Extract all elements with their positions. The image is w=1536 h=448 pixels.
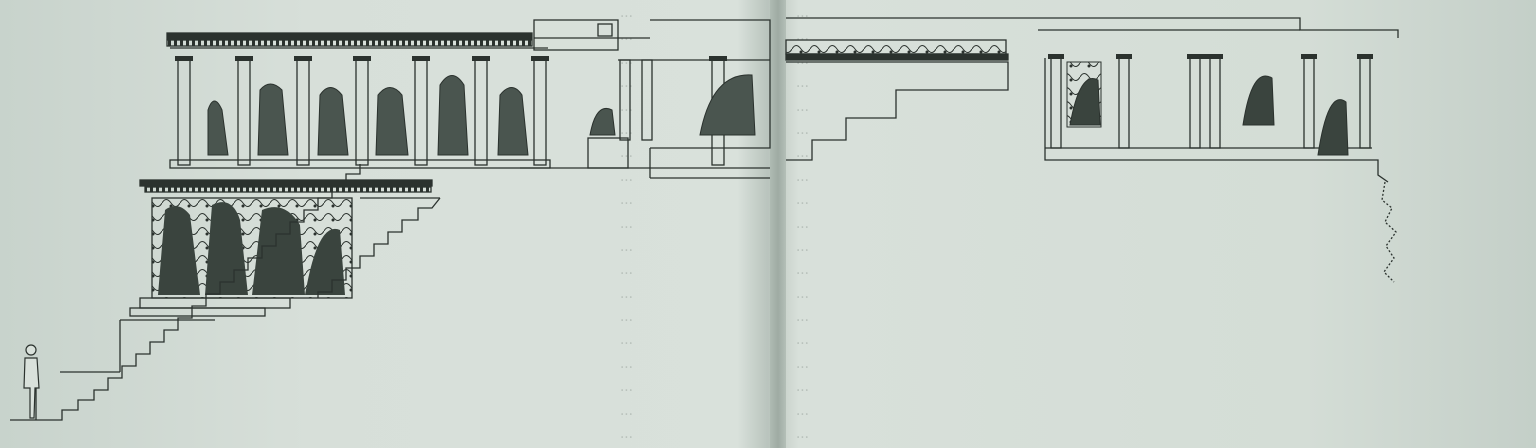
right-ghost-line: ... [796,426,809,443]
right-ghost-line: ... [796,121,809,138]
right-ghost-line: ... [796,379,809,396]
left-ghost-line: ... [620,332,633,349]
right-page: ........................................… [786,0,1536,448]
statues [207,74,756,156]
right-ghost-line: ... [796,168,809,185]
left-ghost-line: ... [620,285,633,302]
right-ghost-line: ... [796,285,809,302]
great-staircase [36,164,361,421]
right-ghost-line: ... [796,402,809,419]
right-ghost-line: ... [796,309,809,326]
left-ghost-line: ... [620,402,633,419]
left-ghost-line: ... [620,238,633,255]
right-ghost-line: ... [796,98,809,115]
right-ghost-line: ... [796,332,809,349]
telephos-frieze-fragments [1066,61,1349,156]
human-scale-figure [23,344,40,419]
book-gutter [770,0,786,448]
west-front-section [10,19,771,421]
dentil-band [166,39,533,47]
left-ghost-line: ... [620,192,633,209]
left-ghost-line: ... [620,262,633,279]
left-ghost-line: ... [620,309,633,326]
right-ghost-line: ... [796,215,809,232]
right-ghost-line: ... [796,75,809,92]
podium-cornice [139,179,433,187]
upper-block [533,19,619,51]
right-ghost-line: ... [796,192,809,209]
left-ghost-line: ... [620,145,633,162]
left-page: ........................................… [620,0,770,448]
left-ghost-line: ... [620,168,633,185]
left-ghost-line: ... [620,28,633,45]
bleed-through-text-left: ........................................… [620,0,770,448]
right-ghost-line: ... [796,355,809,372]
right-ghost-line: ... [796,262,809,279]
ornamental-cornice [785,39,1007,55]
east-section [785,17,1399,283]
left-ghost-line: ... [620,5,633,21]
bleed-through-text-right: ........................................… [786,0,1536,448]
left-ghost-line: ... [620,426,633,443]
right-ghost-line: ... [796,238,809,255]
foundation-ruin-edge [1381,181,1397,283]
left-ghost-line: ... [620,355,633,372]
left-ghost-line: ... [620,215,633,232]
roof-cornice [166,32,533,40]
right-ghost-line: ... [796,145,809,162]
side-wall [650,19,771,149]
left-ghost-line: ... [620,379,633,396]
right-ghost-line: ... [796,5,809,21]
rear-hall-floor [1044,58,1389,183]
